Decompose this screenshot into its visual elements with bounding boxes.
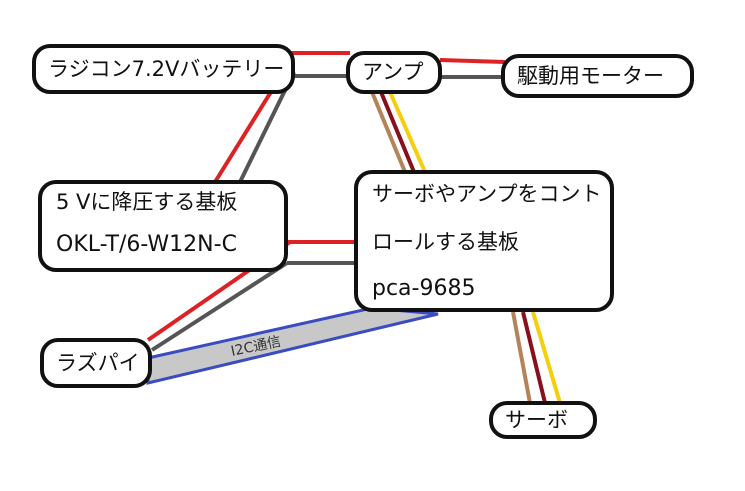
motor-box: 駆動用モーター <box>501 54 694 98</box>
wire-amp-pca-brown <box>370 91 407 173</box>
regulator-line-2: OKL-T/6-W12N-C <box>56 232 237 258</box>
pca-line-3: pca-9685 <box>372 276 476 302</box>
wire-pca-servo-yellow <box>531 311 562 404</box>
wire-pca-servo-brown <box>511 311 532 404</box>
wire-pca-servo-darkred <box>521 311 547 404</box>
battery-label: ラジコン7.2Vバッテリー <box>48 56 285 81</box>
servo-label: サーボ <box>505 407 568 432</box>
pca-line-1: サーボやアンプをコント <box>372 182 602 206</box>
amp-label: アンプ <box>362 60 424 85</box>
wire-amp-motor-red <box>439 58 506 64</box>
wire-regulator-raspi-gray <box>150 261 289 352</box>
wire-amp-pca-yellow <box>388 91 427 173</box>
motor-label: 駆動用モーター <box>517 63 664 88</box>
battery-box: ラジコン7.2Vバッテリー <box>32 44 295 94</box>
pca-board-box: サーボやアンプをコント ロールする基板 pca-9685 <box>354 170 614 312</box>
raspi-label: ラズパイ <box>56 350 140 375</box>
servo-box: サーボ <box>489 401 597 439</box>
raspi-box: ラズパイ <box>40 338 152 388</box>
regulator-line-1: 5 Vに降圧する基板 <box>56 190 238 214</box>
amp-box: アンプ <box>346 51 442 94</box>
regulator-box: 5 Vに降圧する基板 OKL-T/6-W12N-C <box>38 180 288 272</box>
pca-line-2: ロールする基板 <box>372 230 519 255</box>
wire-amp-pca-darkred <box>379 91 416 173</box>
i2c-bus-band <box>146 306 439 385</box>
